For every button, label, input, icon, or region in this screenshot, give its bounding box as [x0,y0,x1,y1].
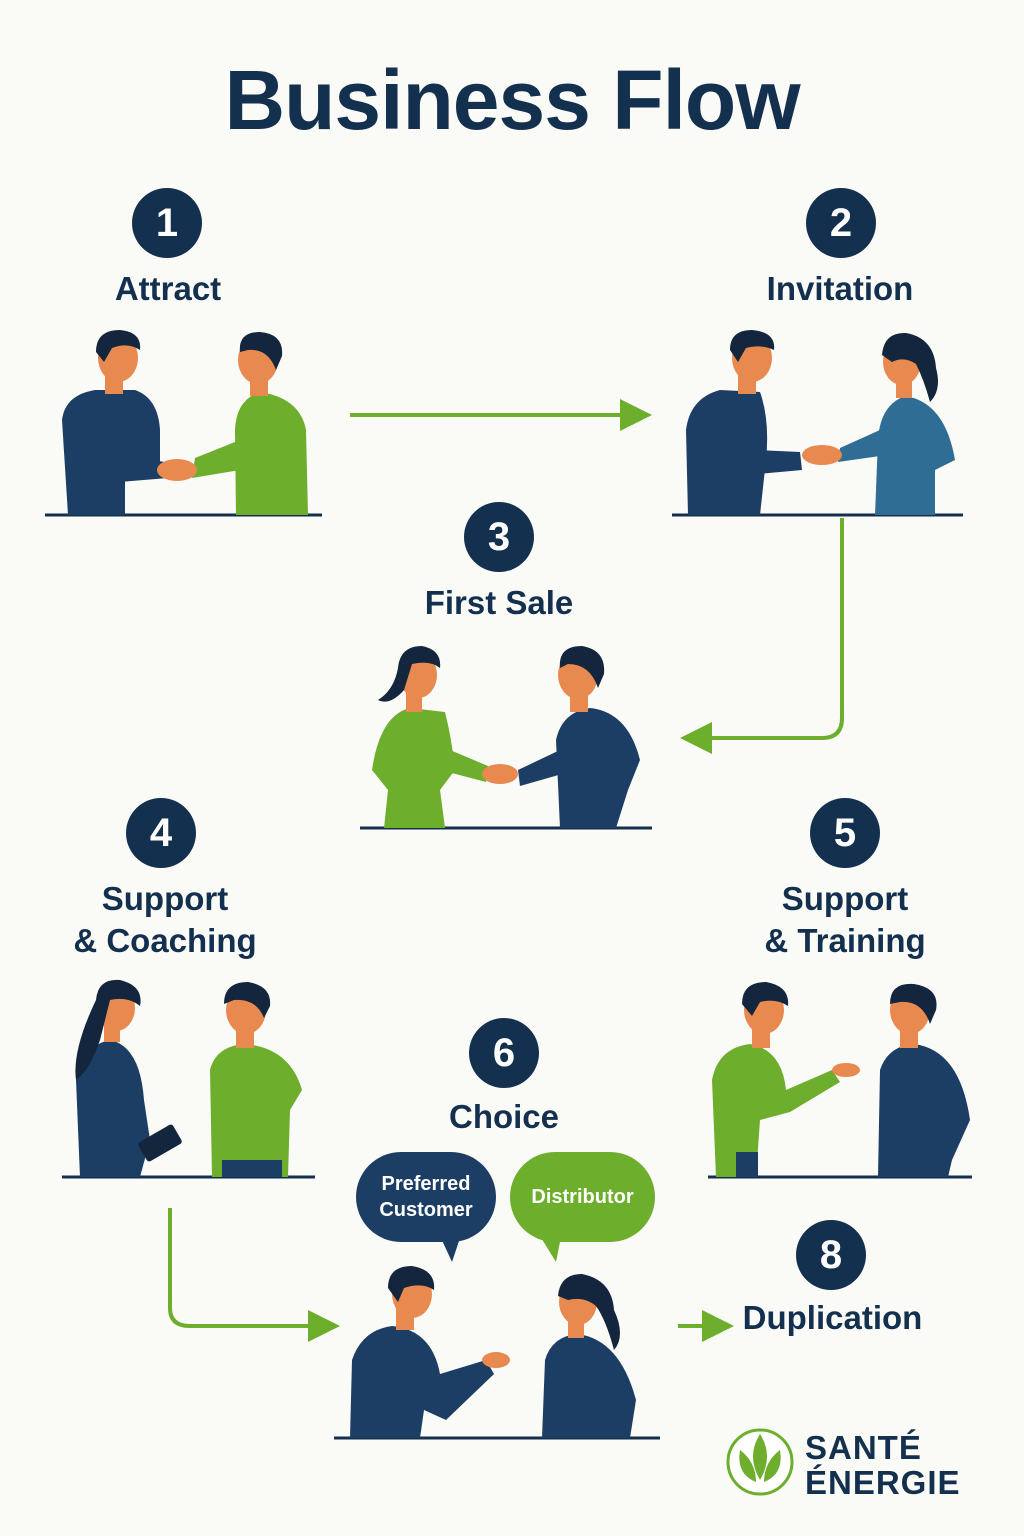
step-2-number: 2 [806,188,876,258]
step-3-label: First Sale [424,584,574,621]
first-sale-scene [360,646,652,830]
brand-logo-mark [726,1428,794,1496]
step-8-label: Duplication [742,1299,923,1336]
step-6-label: Choice [448,1098,560,1135]
choice-scene [334,1266,660,1440]
step-8-number: 8 [796,1220,866,1290]
step-1-label: Attract [114,270,222,307]
page-title: Business Flow [224,53,800,147]
invitation-scene [672,330,963,517]
step-3-number: 3 [464,502,534,572]
choice-bubbles [356,1152,655,1262]
step-2-label: Invitation [766,270,914,307]
support-training-scene [708,982,972,1179]
preferred-customer-bubble: Preferred Customer [379,1173,473,1221]
step-4-number: 4 [126,798,196,868]
attract-scene [45,330,322,517]
step-4-label: Support & Coaching [73,880,257,959]
step-1-number: 1 [132,188,202,258]
brand-name: SANTÉ ÉNERGIE [805,1429,961,1501]
step-6-number: 6 [469,1018,539,1088]
step-5-label: Support & Training [764,880,926,959]
distributor-bubble: Distributor [531,1186,634,1208]
step-5-number: 5 [810,798,880,868]
support-coaching-scene [62,979,315,1179]
